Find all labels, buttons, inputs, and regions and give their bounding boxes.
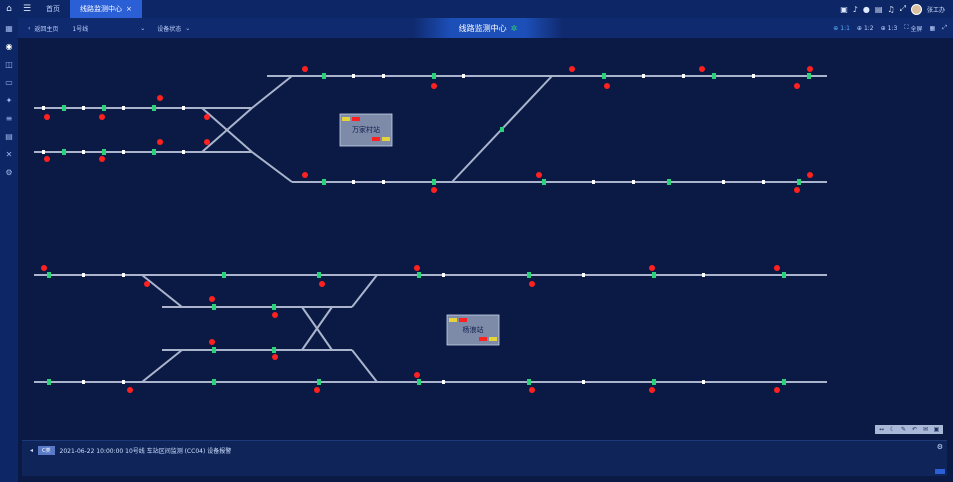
station-wanjiacun[interactable]: 万家村站 bbox=[339, 113, 393, 147]
track-nodes bbox=[47, 73, 811, 385]
zoom-1-1[interactable]: ⊕1:1 bbox=[833, 25, 850, 32]
zoom-controls: ⊕1:1 ⊕1:2 ⊕1:3 ⛶全屏 ▦ ⤢ bbox=[833, 18, 947, 38]
zoom-1-2[interactable]: ⊕1:2 bbox=[857, 25, 874, 32]
station-name: 万家村站 bbox=[352, 125, 380, 134]
zoom-icon: ⊕ bbox=[880, 24, 886, 32]
sub-toolbar: ‹ 返回主页 1号线 ⌄ 设备状态 ⌄ 线路监测中心 ✲ ⊕1:1 ⊕1:2 ⊕… bbox=[18, 18, 953, 38]
mail-icon[interactable]: ✉ bbox=[922, 426, 929, 433]
fullscreen-button[interactable]: ⛶全屏 bbox=[904, 24, 922, 33]
image-icon[interactable]: ▣ bbox=[933, 426, 940, 433]
location-icon[interactable]: ● bbox=[862, 4, 870, 14]
top-bar: ⌂ ☰ 首页 线路监测中心 × ▣ ♪ ● ▤ ♫ ⤢ 张工办 bbox=[0, 0, 953, 18]
tab-line-monitor-label: 线路监测中心 bbox=[80, 5, 122, 13]
filter-select[interactable]: 设备状态 bbox=[157, 25, 182, 33]
menu-icon[interactable]: ☰ bbox=[22, 4, 32, 14]
expand-icon[interactable]: ⤢ bbox=[942, 24, 947, 31]
monitor-nav-icon[interactable]: ◉ bbox=[5, 41, 13, 51]
alarm-level-badge: C类 bbox=[38, 446, 55, 455]
ruler-icon[interactable]: ↔ bbox=[878, 426, 885, 433]
tab-line-monitor[interactable]: 线路监测中心 × bbox=[70, 0, 142, 18]
back-button[interactable]: 返回主页 bbox=[34, 25, 59, 33]
close-icon[interactable]: × bbox=[126, 5, 132, 13]
folder-icon[interactable]: ▭ bbox=[5, 77, 13, 87]
lock-icon[interactable]: ▤ bbox=[874, 4, 883, 14]
station-name: 杨浪站 bbox=[463, 325, 484, 334]
pen-icon[interactable]: ✎ bbox=[900, 426, 907, 433]
zoom-icon: ⊕ bbox=[833, 24, 839, 32]
station-yanglang[interactable]: 杨浪站 bbox=[446, 314, 500, 346]
tab-home[interactable]: 首页 bbox=[46, 5, 60, 13]
sidebar: ▦ ◉ ◫ ▭ ✦ ≡ ▤ ✕ ⚙ bbox=[0, 18, 18, 482]
user-name[interactable]: 张工办 bbox=[926, 6, 945, 14]
speaker-icon[interactable]: ♪ bbox=[852, 4, 858, 14]
tool-icon[interactable]: ✦ bbox=[5, 95, 13, 105]
moon-icon[interactable]: ☾ bbox=[889, 426, 896, 433]
report-icon[interactable]: ▤ bbox=[5, 131, 13, 141]
chevron-down-icon[interactable]: ⌄ bbox=[140, 24, 146, 32]
top-bar-tools: ▣ ♪ ● ▤ ♫ ⤢ 张工办 bbox=[840, 3, 953, 15]
zoom-label: 1:1 bbox=[840, 24, 850, 32]
chevron-down-icon[interactable]: ⌄ bbox=[185, 24, 191, 32]
collapse-icon[interactable] bbox=[935, 469, 945, 474]
alarm-status-bar: ◂ C类 2021-06-22 10:00:00 10号线 车站区间监测 (CC… bbox=[22, 440, 947, 476]
zoom-label: 1:2 bbox=[863, 24, 874, 32]
back-icon[interactable]: ‹ bbox=[28, 24, 31, 32]
zoom-label: 1:3 bbox=[887, 24, 898, 32]
line-select[interactable]: 1号线 bbox=[72, 25, 89, 33]
signal-lights bbox=[41, 66, 813, 393]
zoom-icon: ⊕ bbox=[856, 24, 862, 32]
track-diagram[interactable]: 万家村站 杨浪站 bbox=[22, 42, 947, 434]
diagram-tools: ↔ ☾ ✎ ↶ ✉ ▣ bbox=[875, 425, 943, 434]
avatar[interactable] bbox=[910, 3, 922, 15]
fullscreen-icon: ⛶ bbox=[904, 24, 909, 31]
home-icon[interactable]: ⌂ bbox=[6, 4, 12, 14]
alarm-text: 2021-06-22 10:00:00 10号线 车站区间监测 (CC04) 设… bbox=[59, 448, 232, 455]
gear-icon: ✲ bbox=[510, 23, 518, 33]
page-title: 线路监测中心 ✲ bbox=[413, 18, 563, 38]
section-markers bbox=[42, 74, 765, 384]
dashboard-icon[interactable]: ▦ bbox=[5, 23, 13, 33]
list-icon[interactable]: ≡ bbox=[5, 113, 13, 123]
zoom-1-3[interactable]: ⊕1:3 bbox=[881, 25, 898, 32]
speaker-icon: ◂ bbox=[30, 447, 34, 454]
track-lines bbox=[34, 75, 827, 383]
zoom-label: 全屏 bbox=[910, 25, 923, 33]
monitor-icon[interactable]: ▣ bbox=[840, 4, 848, 14]
gear-icon[interactable]: ⚙ bbox=[5, 167, 13, 177]
settings-icon[interactable]: ✕ bbox=[5, 149, 13, 159]
settings-icon[interactable]: ⚙ bbox=[936, 443, 943, 451]
expand-icon[interactable]: ⤢ bbox=[899, 4, 906, 13]
chart-icon[interactable]: ◫ bbox=[5, 59, 13, 69]
bell-icon[interactable]: ♫ bbox=[887, 4, 895, 14]
grid-icon[interactable]: ▦ bbox=[929, 24, 936, 32]
undo-icon[interactable]: ↶ bbox=[911, 426, 918, 433]
alarm-message[interactable]: ◂ C类 2021-06-22 10:00:00 10号线 车站区间监测 (CC… bbox=[30, 446, 231, 455]
page-title-text: 线路监测中心 bbox=[458, 23, 507, 33]
